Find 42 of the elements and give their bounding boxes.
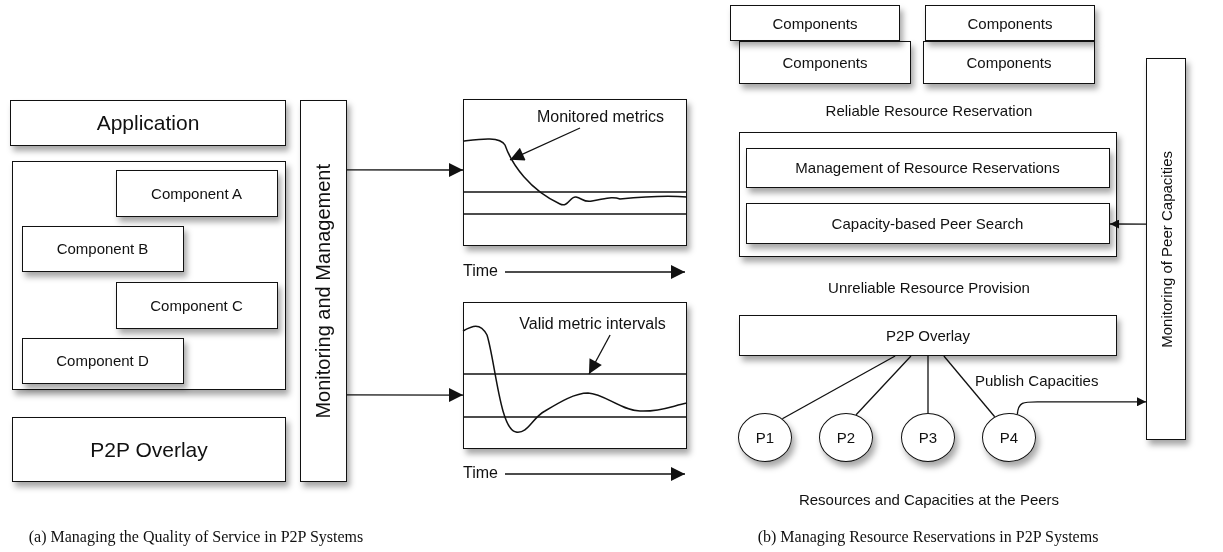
arrow [346, 388, 464, 403]
layer-label: Reliable Resource Reservation [825, 102, 1033, 119]
axis-label: Time [463, 262, 498, 280]
layer-box: P2P Overlay [739, 315, 1117, 356]
leader-arrow [509, 127, 581, 161]
arrow [1016, 397, 1147, 415]
component-box: Components [739, 41, 911, 84]
chart-frame [463, 302, 687, 449]
vertical-bar: Monitoring of Peer Capacities [1146, 58, 1186, 440]
layer-label: Unreliable Resource Provision [828, 279, 1030, 296]
component-box: Components [923, 41, 1095, 84]
arrow [1109, 219, 1147, 229]
container-box [12, 161, 286, 390]
figure-caption: (a) Managing the Quality of Service in P2P Systems [28, 528, 364, 546]
axis-label: Time [463, 464, 498, 482]
edge-label: Publish Capacities [975, 372, 1099, 389]
component-box: Component C [115, 281, 278, 329]
figure-caption: (b) Managing Resource Reservations in P2P Systems [757, 528, 1099, 546]
leader-arrow [588, 334, 611, 375]
process-box: Management of Resource Reservations [745, 147, 1110, 188]
process-box: Capacity-based Peer Search [745, 202, 1110, 244]
component-box: Components [925, 5, 1095, 41]
connector-line [927, 355, 929, 414]
vertical-bar: Monitoring and Management [300, 100, 347, 482]
component-box: Component A [115, 169, 278, 217]
chart-frame [463, 99, 687, 246]
connector-line [943, 355, 996, 418]
component-box: Component D [21, 337, 184, 384]
container-box [739, 132, 1117, 257]
annotation-text: Valid metric intervals [496, 312, 689, 335]
connector-line [855, 355, 912, 416]
peer-circle: P4 [982, 413, 1036, 462]
annotation-text: Monitored metrics [514, 105, 687, 128]
threshold-line [462, 371, 687, 376]
component-box: Components [730, 5, 900, 41]
connector-line [781, 355, 896, 420]
peer-circle: P1 [738, 413, 792, 462]
arrow [346, 163, 464, 177]
layer-label: Resources and Capacities at the Peers [798, 491, 1060, 508]
component-box: Component B [21, 225, 184, 272]
layer-box: P2P Overlay [12, 417, 286, 482]
layer-box: Application [10, 100, 286, 146]
